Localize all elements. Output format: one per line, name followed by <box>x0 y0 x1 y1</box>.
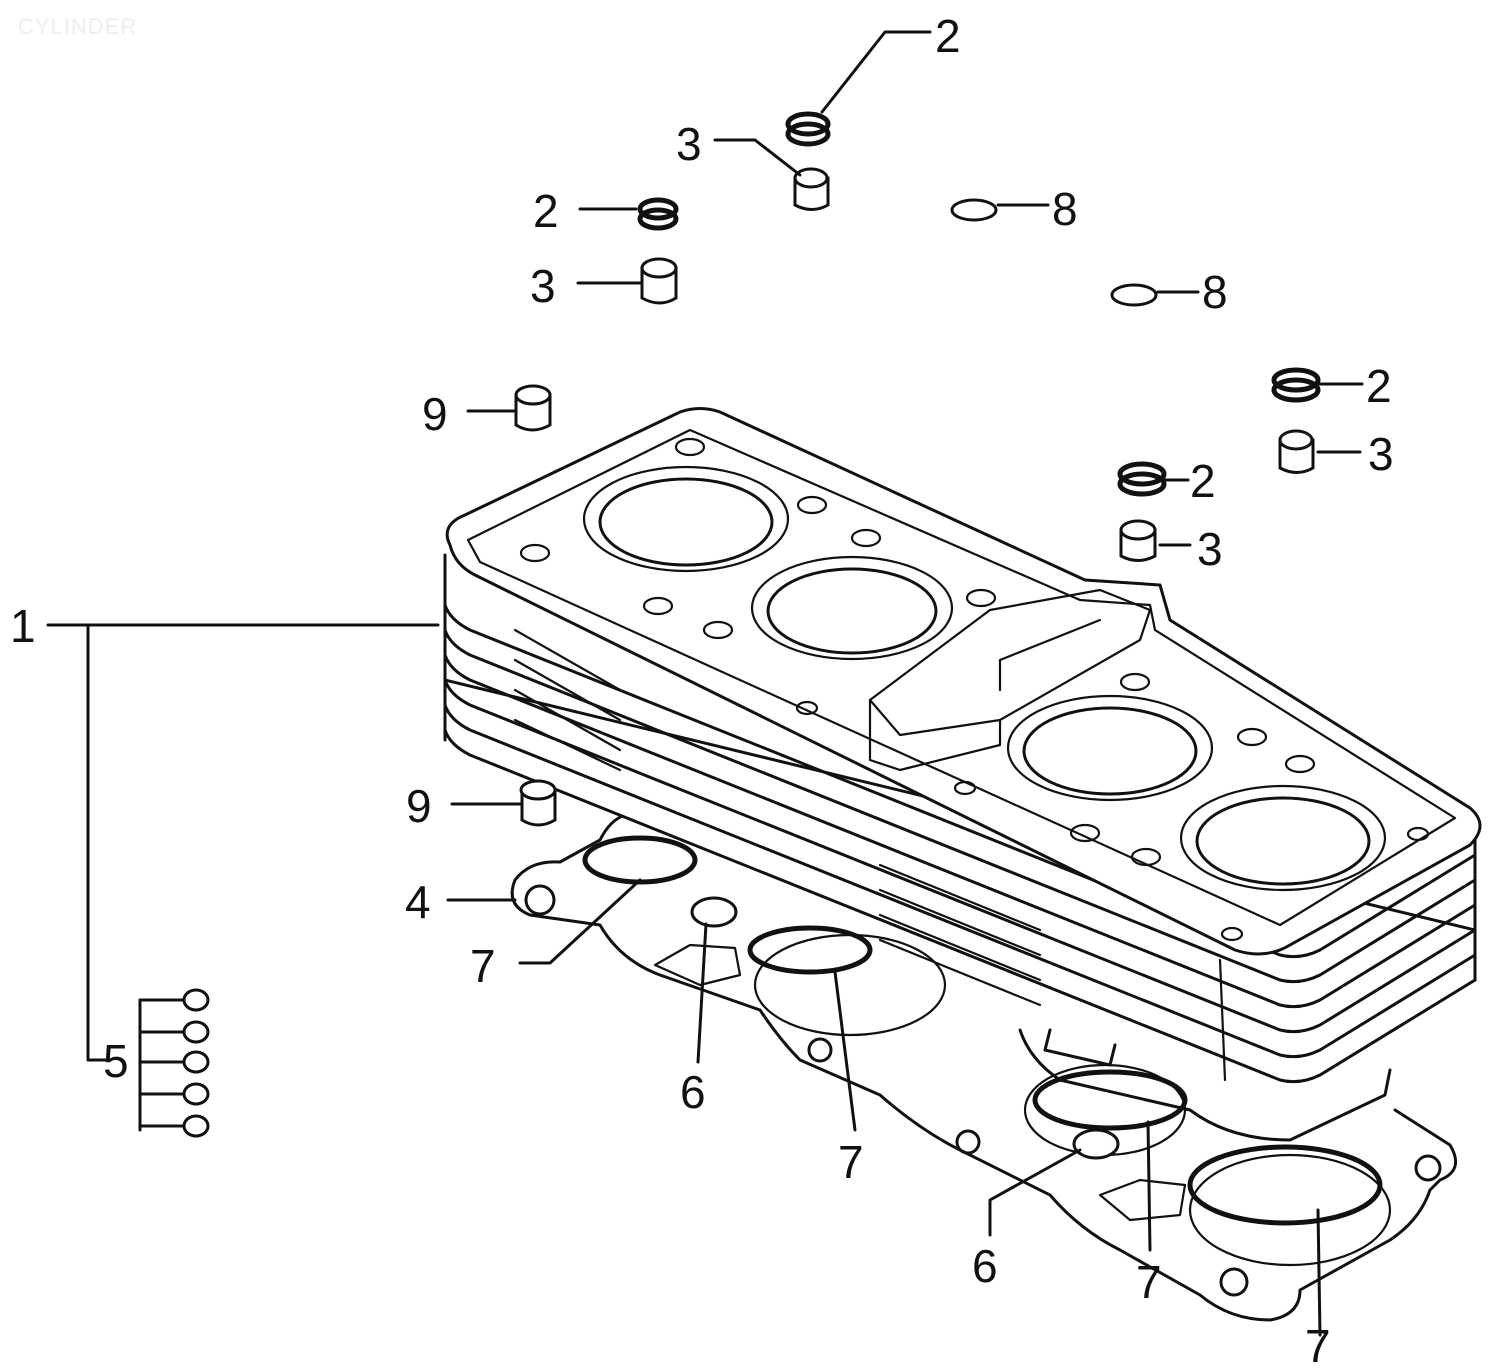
callout-4: 4 <box>405 876 431 928</box>
callout-labels: 1 2 2 2 2 3 3 3 3 4 5 6 6 7 7 7 7 8 8 9 … <box>10 10 1394 1368</box>
deck-bolt-holes <box>519 437 1430 942</box>
callout-2-mid: 2 <box>1190 455 1216 507</box>
callout-7-far-right: 7 <box>1305 1320 1331 1368</box>
callout-5: 5 <box>103 1035 129 1087</box>
callout-9-bottom: 9 <box>406 780 432 832</box>
callout-8-bottom: 8 <box>1202 266 1228 318</box>
oil-seals-2 <box>637 111 1321 497</box>
callout-7-left: 7 <box>470 940 496 992</box>
callout-3-right: 3 <box>1368 428 1394 480</box>
leader-lines <box>46 30 1364 1337</box>
diagram-title: CYLINDER <box>18 14 138 39</box>
callout-2-left: 2 <box>533 185 559 237</box>
o-rings-8 <box>950 198 1158 307</box>
dowel-pins-3 <box>640 167 1315 562</box>
callout-2-top: 2 <box>935 10 961 62</box>
dowel-pins-9 <box>514 384 557 827</box>
stud-set-5 <box>138 988 210 1138</box>
callout-8-top: 8 <box>1052 183 1078 235</box>
callout-7-right: 7 <box>1136 1256 1162 1308</box>
callout-3-left: 3 <box>530 260 556 312</box>
callout-9-top: 9 <box>422 388 448 440</box>
callout-3-mid: 3 <box>1197 523 1223 575</box>
dowel-pins-6 <box>690 896 1120 1160</box>
callout-2-right: 2 <box>1366 360 1392 412</box>
callout-7-mid: 7 <box>838 1136 864 1188</box>
callout-6-right: 6 <box>972 1240 998 1292</box>
callout-3-top: 3 <box>676 118 702 170</box>
cylinder-block <box>443 407 1482 1226</box>
callout-1: 1 <box>10 600 36 652</box>
callout-6-left: 6 <box>680 1066 706 1118</box>
